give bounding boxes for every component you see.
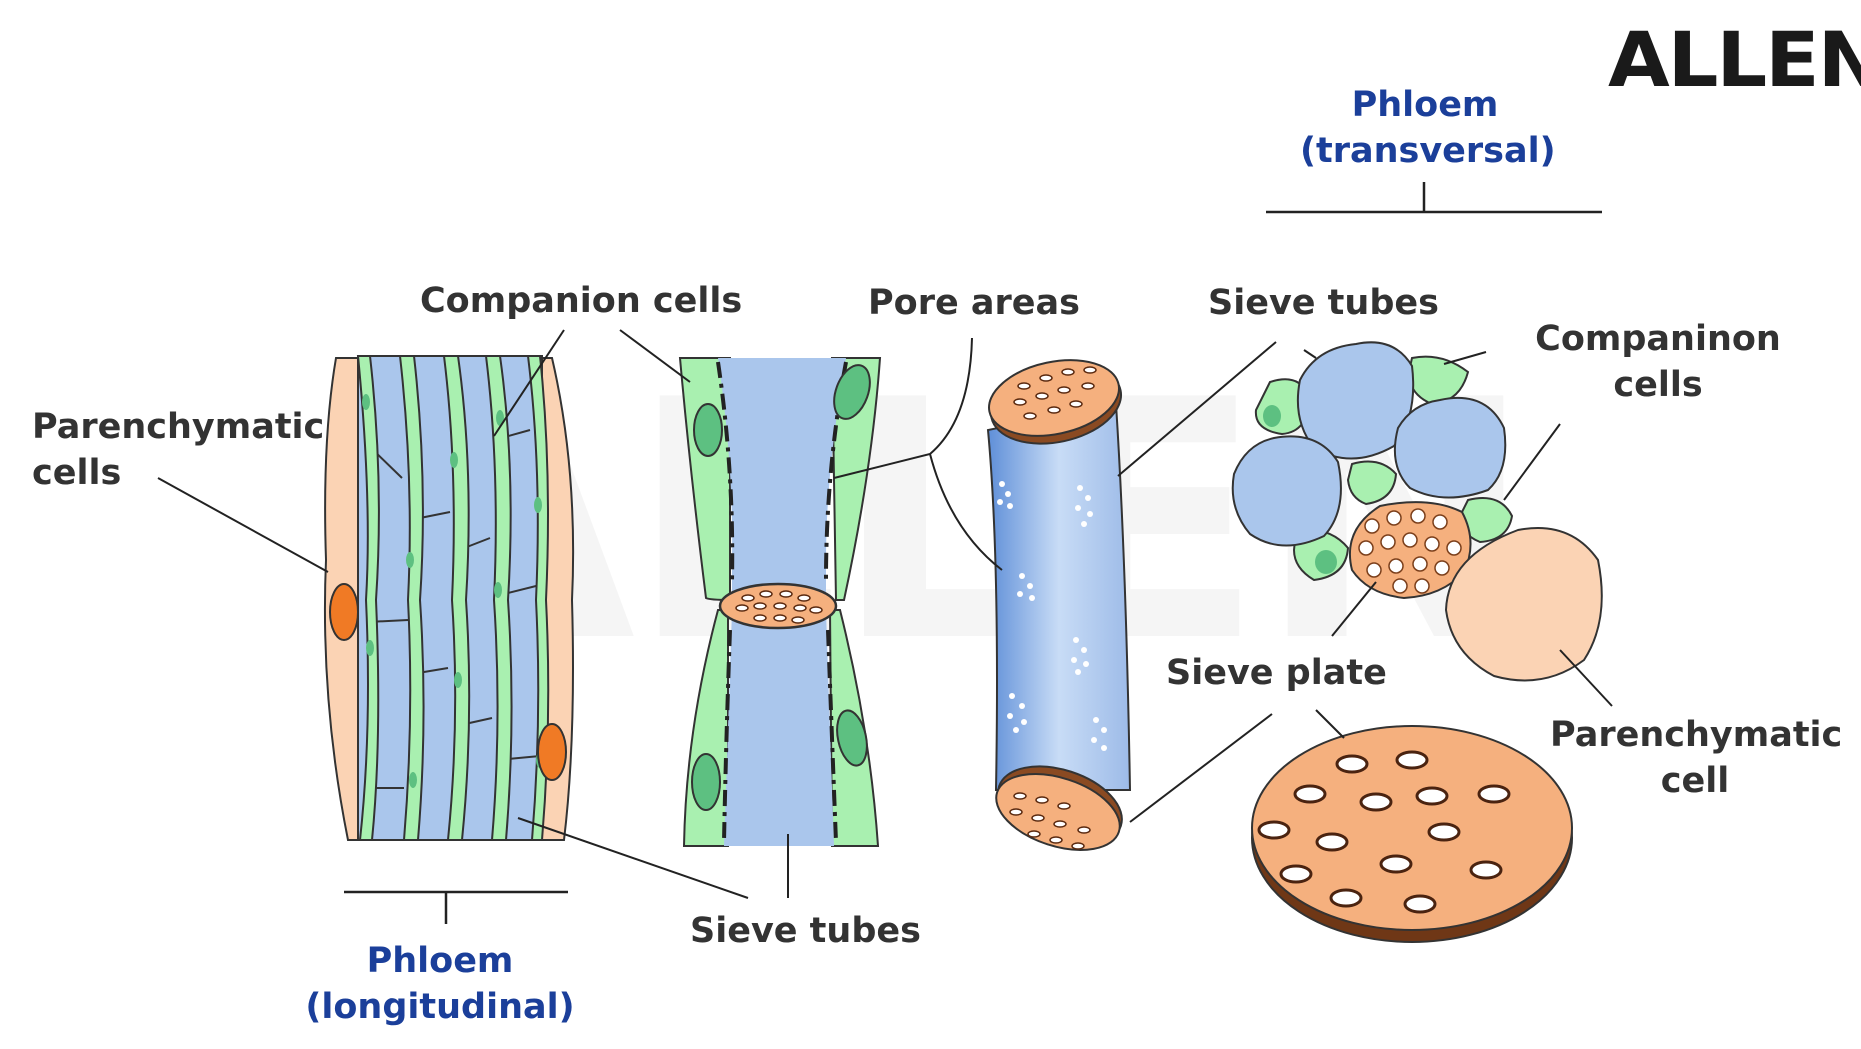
phloem-transversal-title: Phloem (transversal) <box>1300 82 1556 174</box>
longitudinal-bracket <box>344 890 568 924</box>
sieve-cell-top <box>1296 341 1415 460</box>
tube-body <box>986 402 1132 791</box>
top-plate-pores <box>1013 366 1097 420</box>
phloem-longitudinal-line1: Phloem <box>366 941 514 981</box>
transversal-section <box>1231 182 1603 682</box>
large-plate-pores <box>1257 750 1511 914</box>
phloem-transversal-line1: Phloem <box>1351 85 1499 125</box>
label-companinon-cells: Companinon cells <box>1528 316 1788 408</box>
label-companinon-line1: Companinon <box>1535 319 1781 359</box>
label-sieve-plate: Sieve plate <box>1166 653 1387 693</box>
label-parenchymatic-cells-line2: cells <box>32 453 122 493</box>
plate-pores-middle <box>735 590 823 624</box>
leader-lines <box>157 329 1613 899</box>
parenchyma-cell <box>1444 527 1603 682</box>
longitudinal-section <box>323 355 575 924</box>
companion-nucleus-3 <box>691 753 721 811</box>
pore-walls <box>716 361 848 843</box>
sieve-tube-detail <box>678 357 882 847</box>
phloem-longitudinal-line2: (longitudinal) <box>305 987 575 1027</box>
plate-cell-pores <box>1358 508 1462 594</box>
label-sieve-tubes-bottom: Sieve tubes <box>690 911 921 951</box>
label-parenchymatic-cells-line1: Parenchymatic <box>32 407 325 447</box>
sieve-tube-3d <box>986 359 1132 851</box>
sieve-cell-left <box>1231 435 1342 547</box>
label-sieve-tubes-top: Sieve tubes <box>1208 283 1439 323</box>
label-pore-areas: Pore areas <box>868 283 1080 323</box>
tube-pore-dots <box>997 481 1107 751</box>
label-parenchymatic-cells: Parenchymatic cells <box>32 404 324 496</box>
large-sieve-plate <box>1251 725 1573 943</box>
sieve-cell-right <box>1393 396 1507 499</box>
label-companinon-line2: cells <box>1613 365 1703 405</box>
label-companion-cells: Companion cells <box>420 281 743 321</box>
companion-strands <box>356 355 550 841</box>
companion-nucleus-4 <box>836 709 868 767</box>
top-sieve-plate <box>988 359 1120 437</box>
phloem-longitudinal-title: Phloem (longitudinal) <box>300 938 580 1030</box>
parenchyma-nucleus-right <box>537 723 567 781</box>
allen-logo: ALLEN <box>1608 15 1861 104</box>
companion-nucleus-1 <box>693 403 723 457</box>
parenchyma-nucleus-left <box>329 583 359 641</box>
bottom-plate-pores <box>1009 792 1091 850</box>
phloem-transversal-line2: (transversal) <box>1300 131 1556 171</box>
label-parenchymatic-cell: Parenchymatic cell <box>1550 712 1843 804</box>
companion-nucleus-2 <box>833 364 871 420</box>
label-parenchymatic-cell-line2: cell <box>1660 761 1730 801</box>
transversal-bracket <box>1266 182 1602 214</box>
label-parenchymatic-cell-line1: Parenchymatic <box>1550 715 1843 755</box>
